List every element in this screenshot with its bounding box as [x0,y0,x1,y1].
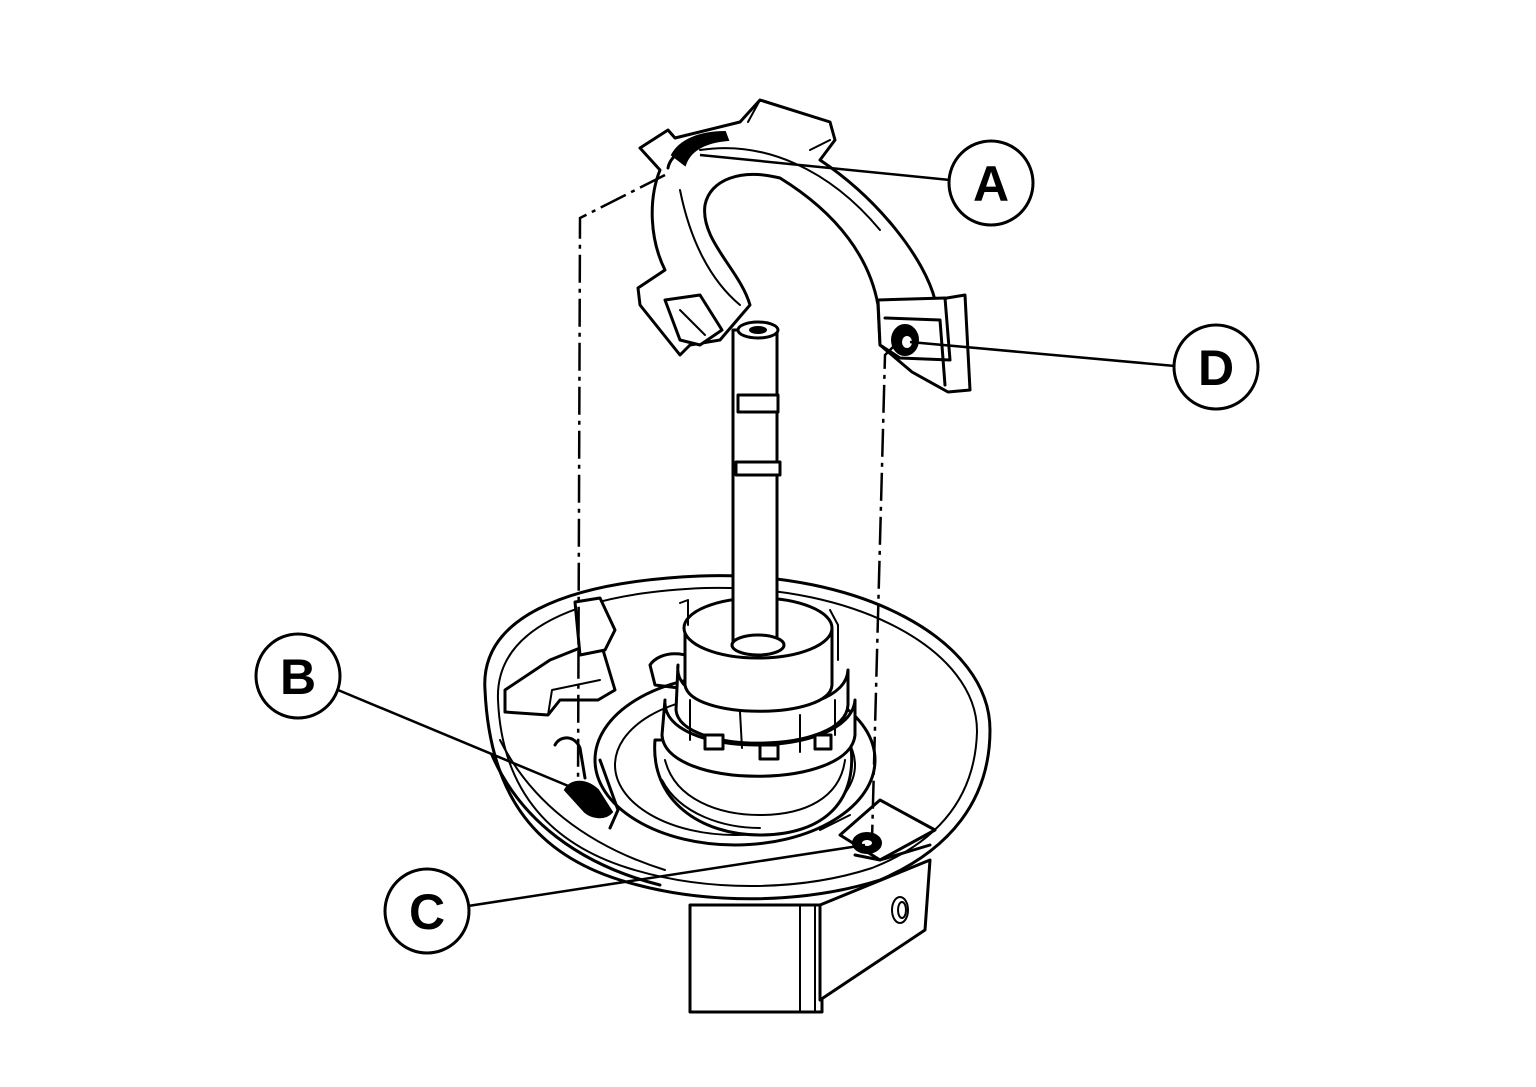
callout-a-label: A [973,156,1009,212]
shock-body [688,903,824,1014]
upper-clip [636,98,972,394]
callout-d-label: D [1198,340,1234,396]
spring-seat-assembly [483,574,992,1014]
leader-lines [337,153,1176,908]
piston-rod [730,320,786,657]
callout-b: B [254,632,342,720]
callout-a: A [947,139,1035,227]
callout-c: C [383,867,471,955]
callout-c-label: C [409,884,445,940]
callout-d: D [1172,323,1260,411]
callout-b-label: B [280,649,316,705]
alignment-lines [576,173,896,841]
hole-a [670,130,730,167]
